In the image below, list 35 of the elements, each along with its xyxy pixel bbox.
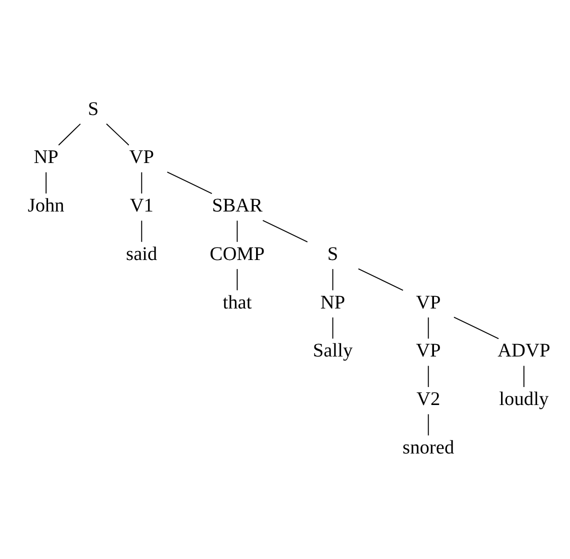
node-text: loudly bbox=[499, 389, 549, 410]
node-text: VP bbox=[129, 147, 154, 168]
node-text: COMP bbox=[210, 244, 265, 265]
connector bbox=[106, 123, 130, 146]
node-text: Sally bbox=[312, 340, 353, 362]
connector bbox=[58, 123, 81, 146]
connector bbox=[46, 172, 47, 194]
connector bbox=[141, 220, 142, 242]
node-text: NP bbox=[320, 292, 346, 314]
node-text: V1 bbox=[130, 196, 154, 217]
connector bbox=[428, 365, 429, 388]
connector bbox=[453, 316, 500, 340]
node-text: said bbox=[126, 244, 158, 265]
node-text: SBAR bbox=[212, 196, 262, 217]
node-text: John bbox=[28, 196, 64, 217]
connector bbox=[358, 268, 404, 291]
node-text: snored bbox=[402, 437, 454, 458]
node-text: S bbox=[327, 244, 338, 265]
connector bbox=[141, 172, 142, 194]
connector bbox=[262, 220, 308, 242]
node-text: S bbox=[88, 98, 99, 120]
connector bbox=[236, 220, 238, 242]
connector bbox=[332, 316, 334, 340]
node-text: VP bbox=[416, 340, 441, 362]
connector bbox=[332, 268, 334, 291]
connector bbox=[428, 316, 429, 340]
connector bbox=[236, 268, 238, 291]
connector bbox=[523, 365, 524, 388]
node-text: that bbox=[222, 292, 252, 314]
node-text: V2 bbox=[416, 389, 440, 410]
connector bbox=[166, 172, 212, 194]
node-text: VP bbox=[416, 292, 441, 314]
connector bbox=[428, 414, 429, 436]
node-text: NP bbox=[34, 147, 58, 168]
node-text: ADVP bbox=[498, 340, 550, 362]
